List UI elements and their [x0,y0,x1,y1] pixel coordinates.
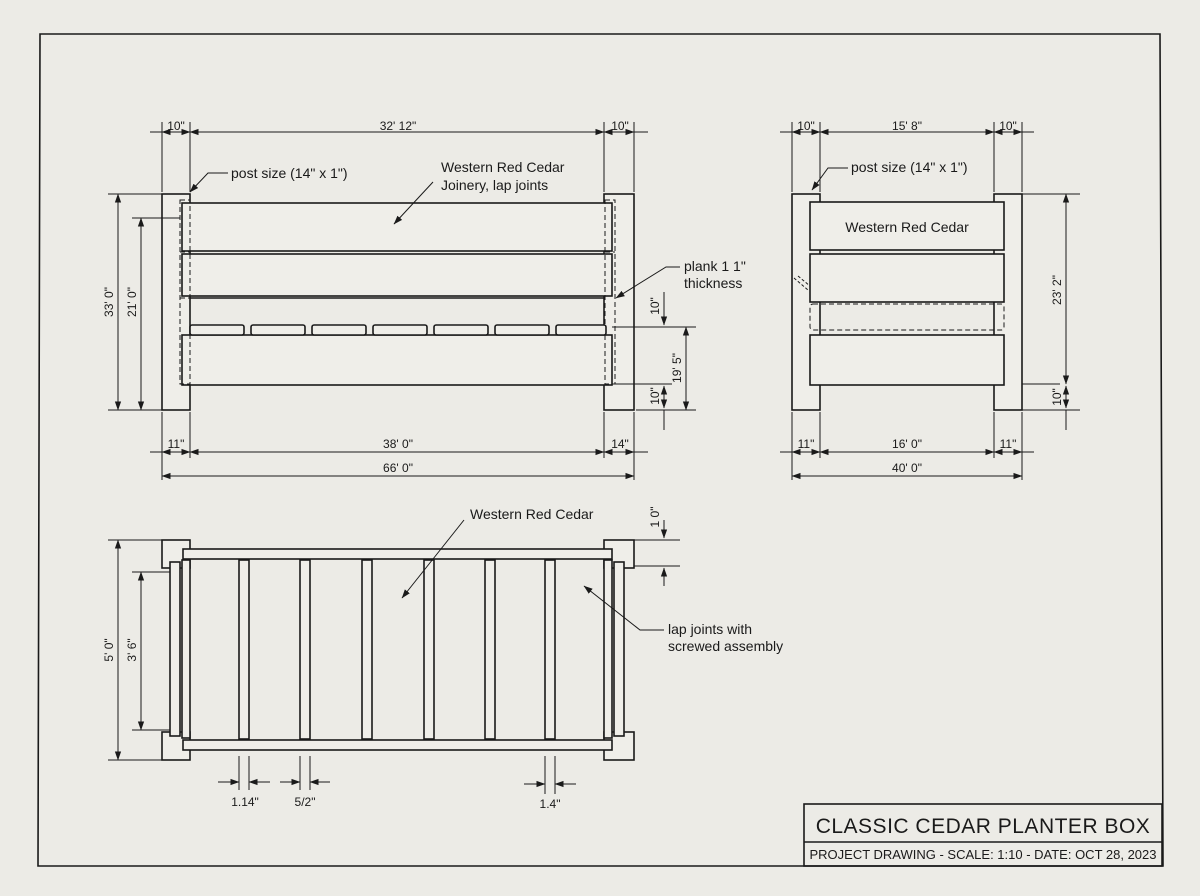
top-slats [238,559,556,740]
top-rail-left-inner [181,559,191,739]
title-block-title: CLASSIC CEDAR PLANTER BOX [816,815,1151,838]
side-plank-3 [809,334,1005,386]
top-dim-slat-2: 5/2" [295,795,316,809]
side-view: Western Red Cedar 10" 15' 8" 10" post si… [780,119,1080,480]
top-rail-right-outer [613,561,625,737]
front-plank-label: plank 1 1" [684,258,746,274]
front-plank-1 [181,202,613,252]
side-dim-right-height: 23' 2" [1050,275,1064,305]
top-view: Western Red Cedar lap joints with screwe… [102,506,783,811]
title-block-subtitle: PROJECT DRAWING - SCALE: 1:10 - DATE: OC… [809,847,1156,862]
side-dim-bot-right: 11" [1000,437,1017,451]
top-dim-slat-1: 1.14" [231,795,259,809]
top-dim-left-inner: 3' 6" [125,638,139,661]
top-dim-right-top: 1 0" [648,507,662,528]
side-post-label: post size (14" x 1") [851,159,968,175]
top-rail-front [182,548,613,560]
side-dim-top-left: 10" [797,119,815,133]
front-dim-overall: 66' 0" [383,461,413,475]
side-dim-top-mid: 15' 8" [892,119,922,133]
title-block: CLASSIC CEDAR PLANTER BOX PROJECT DRAWIN… [803,803,1163,867]
front-view: 10" 32' 12" 10" 33' 0" 21' 0" 11" 38' 0"… [102,119,746,480]
top-assembly-label: screwed assembly [668,638,783,654]
front-dim-right-mid: 19' 5" [670,353,684,383]
top-rail-left-outer [169,561,181,737]
front-dim-left-outer: 33' 0" [102,287,116,317]
top-dim-slat-3: 1.4" [540,797,561,811]
front-post-label: post size (14" x 1") [231,165,348,181]
front-dim-right-top: 10" [648,297,662,315]
top-joints-label: lap joints with [668,621,752,637]
front-dim-top-right: 10" [611,119,629,133]
front-dim-right-bot: 10" [648,387,662,405]
drawing-border [37,33,1164,867]
side-material-label: Western Red Cedar [845,219,969,235]
side-dim-bot-left: 11" [798,437,815,451]
side-dim-right-bot: 10" [1050,388,1064,406]
front-slat-ends [189,324,607,336]
front-dim-top-mid: 32' 12" [380,119,417,133]
side-dim-bot-mid: 16' 0" [892,437,922,451]
front-plank-3 [181,334,613,386]
front-dim-bot-mid: 38' 0" [383,437,413,451]
front-material-label: Western Red Cedar [441,159,565,175]
front-plank-2 [181,253,613,297]
front-dim-top-left: 10" [167,119,185,133]
side-plank-2 [809,253,1005,303]
side-dim-top-right: 10" [999,119,1017,133]
front-thickness-label: thickness [684,275,742,291]
front-joinery-label: Joinery, lap joints [441,177,548,193]
top-dim-left-outer: 5' 0" [102,638,116,661]
side-plank-1 [809,201,1005,251]
top-rail-back [182,739,613,751]
front-dim-bot-left: 11" [168,437,185,451]
side-dim-overall: 40' 0" [892,461,922,475]
top-rail-right-inner [603,559,613,739]
top-material-label: Western Red Cedar [470,506,594,522]
front-dim-left-inner: 21' 0" [125,287,139,317]
front-dim-bot-right: 14" [611,437,629,451]
